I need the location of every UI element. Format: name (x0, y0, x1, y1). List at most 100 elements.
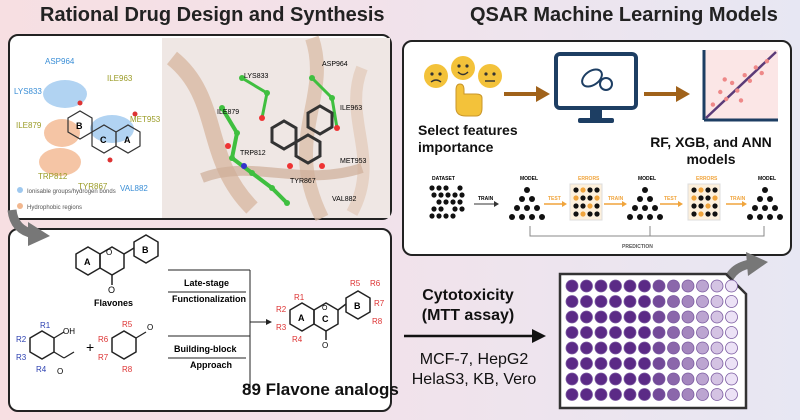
assay-title-line: (MTT assay) (421, 307, 515, 324)
dataset-dot (457, 199, 463, 205)
well (580, 372, 593, 386)
error-dot (698, 195, 704, 201)
error-dot (587, 211, 593, 217)
well (710, 388, 724, 401)
dataset-dot (443, 199, 449, 205)
ring-label: B (76, 121, 83, 131)
scatter-point (735, 88, 740, 93)
well (652, 357, 666, 370)
substituent-label: R5 (122, 320, 133, 329)
well (696, 279, 709, 293)
tree-node (534, 205, 540, 211)
well (609, 326, 622, 339)
dataset-dot (452, 192, 458, 198)
error-dot (587, 203, 593, 209)
residue-label: LYS833 (244, 73, 268, 80)
well (580, 341, 593, 355)
well (652, 372, 666, 386)
error-dot (705, 211, 711, 217)
well (696, 372, 709, 386)
scatter-point (724, 96, 729, 102)
well (725, 357, 738, 370)
well (623, 357, 637, 370)
hbond-region (43, 80, 87, 108)
tree-node (642, 205, 648, 211)
tree-node (747, 214, 753, 220)
error-dot (712, 195, 718, 201)
well (594, 310, 608, 324)
workflow-label: TRAIN (478, 196, 494, 202)
atom-label: O (322, 341, 328, 350)
workflow-label: TEST (548, 196, 561, 202)
well (638, 279, 651, 293)
well (594, 372, 608, 386)
ring-label: A (124, 135, 131, 145)
residue-label: MET953 (130, 115, 161, 124)
tree-node (524, 205, 530, 211)
workflow-label: MODEL (520, 176, 538, 182)
well (710, 279, 724, 293)
well (565, 279, 579, 293)
well (609, 372, 622, 386)
well (652, 388, 666, 401)
well (696, 341, 709, 355)
tree-node (519, 196, 525, 202)
workflow-label: PREDICTION (622, 244, 653, 250)
cytotoxicity-title: Cytotoxicity (MTT assay) (408, 286, 528, 326)
substituent-label: R8 (122, 365, 133, 374)
substituent-label: R2 (16, 335, 27, 344)
substituent-label: R8 (372, 317, 383, 326)
residue-label: ASP964 (45, 57, 75, 66)
well (623, 326, 637, 339)
atom-label: O (108, 285, 115, 295)
workflow-label: TEST (664, 196, 677, 202)
dataset-dot (431, 192, 437, 198)
scatter-point (729, 80, 735, 86)
well (725, 310, 738, 324)
residue-label: ILE963 (107, 74, 133, 83)
dataset-dot (459, 206, 465, 212)
residue-label: TYR867 (78, 182, 108, 191)
error-dot (573, 203, 579, 209)
tree-node (757, 196, 763, 202)
well (667, 357, 680, 370)
synthesis-panel: O O A B Flavones Late-stage Functionaliz… (8, 228, 399, 412)
feature-selection-illustration (424, 56, 502, 117)
well (667, 388, 680, 401)
well (565, 341, 579, 355)
substituent-label: R3 (16, 353, 27, 362)
error-dot (580, 203, 586, 209)
tree-node (529, 196, 535, 202)
plus-sign: + (86, 339, 94, 355)
regression-scatter-plot (702, 50, 778, 122)
well (696, 326, 709, 339)
well (623, 388, 637, 401)
residue-label: ILE963 (340, 105, 362, 112)
tree-node (767, 214, 773, 220)
cell-lines-line: MCF-7, HepG2 (419, 351, 529, 368)
well (725, 279, 738, 293)
well (638, 357, 651, 370)
well (652, 341, 666, 355)
well (623, 372, 637, 386)
well (710, 372, 724, 386)
well (710, 357, 724, 370)
dataset-dot (450, 199, 456, 205)
well (565, 326, 579, 339)
substituent-label: R4 (292, 335, 303, 344)
tree-node (647, 214, 653, 220)
ring-label: C (100, 135, 107, 145)
residue-label: TRP812 (38, 172, 68, 181)
error-dot (705, 195, 711, 201)
error-dot (712, 211, 718, 217)
well (681, 295, 695, 308)
error-dot (580, 187, 586, 193)
residue-label: VAL882 (332, 196, 356, 203)
well (580, 326, 593, 339)
assay-title-line: Cytotoxicity (422, 287, 514, 304)
ring-label: B (354, 301, 361, 311)
substituent-label: R7 (98, 353, 109, 362)
well (681, 357, 695, 370)
error-dot (712, 187, 718, 193)
models-label: RF, XGB, and ANN models (650, 134, 772, 167)
